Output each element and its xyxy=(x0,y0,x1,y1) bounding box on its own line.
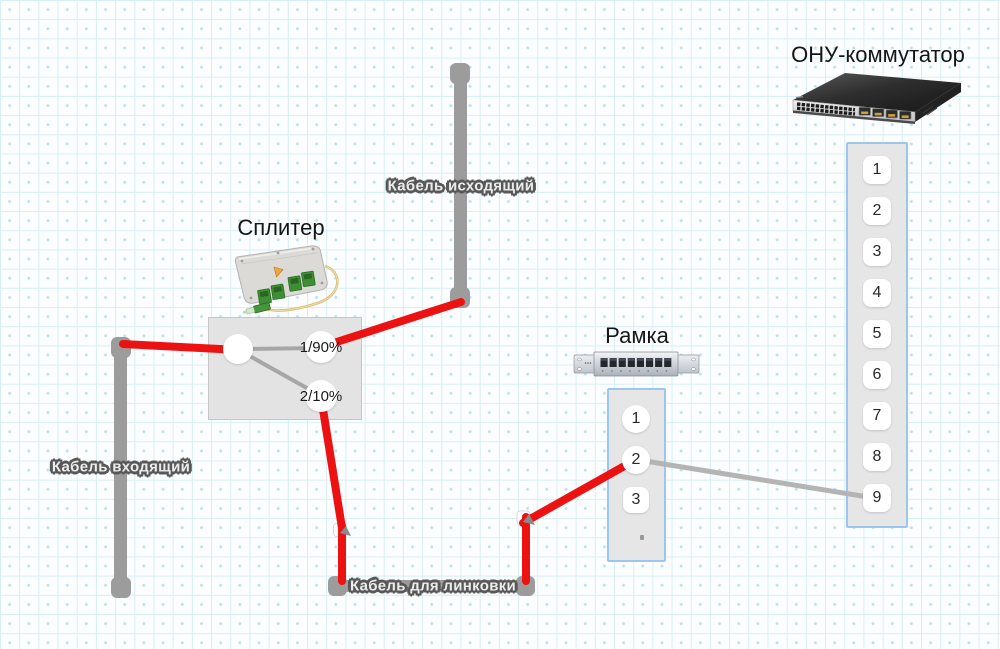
onu-port-9[interactable]: 9 xyxy=(863,484,891,512)
splitter-input-port[interactable] xyxy=(223,334,253,364)
cable-linking-segment[interactable] xyxy=(334,580,526,592)
frame-extra-port-dot xyxy=(640,535,644,540)
onu-title: ОНУ-коммутатор xyxy=(791,42,965,67)
splitter-title: Сплитер xyxy=(237,215,325,240)
splitter-output-port-2[interactable]: 2/10% xyxy=(300,380,342,412)
cable-linking-label: Кабель для линковки xyxy=(349,577,517,595)
frame-port-1[interactable]: 1 xyxy=(622,405,650,433)
frame-port-3[interactable]: 3 xyxy=(623,487,649,513)
splitter-output-port-1[interactable]: 1/90% xyxy=(300,331,342,363)
onu-port-7[interactable]: 7 xyxy=(863,402,891,430)
connector-arrow-icon-right xyxy=(523,514,535,525)
connection-incoming-to-splitter[interactable] xyxy=(119,340,243,354)
onu-port-8[interactable]: 8 xyxy=(863,443,891,471)
onu-port-2[interactable]: 2 xyxy=(863,197,891,225)
connection-frame-to-onu[interactable] xyxy=(642,458,871,500)
onu-port-5[interactable]: 5 xyxy=(863,320,891,348)
onu-port-4[interactable]: 4 xyxy=(863,279,891,307)
cable-outgoing-segment[interactable] xyxy=(454,72,467,300)
connection-splitter-to-linking[interactable] xyxy=(317,393,346,532)
frame-port-2[interactable]: 2 xyxy=(622,446,650,474)
fiber-splitter-image[interactable] xyxy=(221,240,347,321)
cable-outgoing-endcap-top[interactable] xyxy=(450,63,470,84)
patch-panel-image[interactable] xyxy=(573,350,700,383)
connector-arrow-icon-left xyxy=(340,526,351,536)
connection-linking-to-frame[interactable] xyxy=(519,460,632,527)
cable-incoming-segment[interactable] xyxy=(114,345,127,585)
cable-incoming-label: Кабель входящий xyxy=(51,458,191,476)
frame-title: Рамка xyxy=(605,323,669,348)
onu-port-6[interactable]: 6 xyxy=(863,361,891,389)
onu-port-1[interactable]: 1 xyxy=(863,156,891,184)
onu-port-3[interactable]: 3 xyxy=(863,238,891,266)
connection-splitter-to-outgoing[interactable] xyxy=(317,298,465,351)
cable-incoming-endcap-bottom[interactable] xyxy=(111,577,131,598)
network-switch-image[interactable] xyxy=(783,66,967,137)
cable-linking-endcap-right[interactable] xyxy=(516,576,535,596)
cable-outgoing-label: Кабель исходящий xyxy=(387,177,535,195)
